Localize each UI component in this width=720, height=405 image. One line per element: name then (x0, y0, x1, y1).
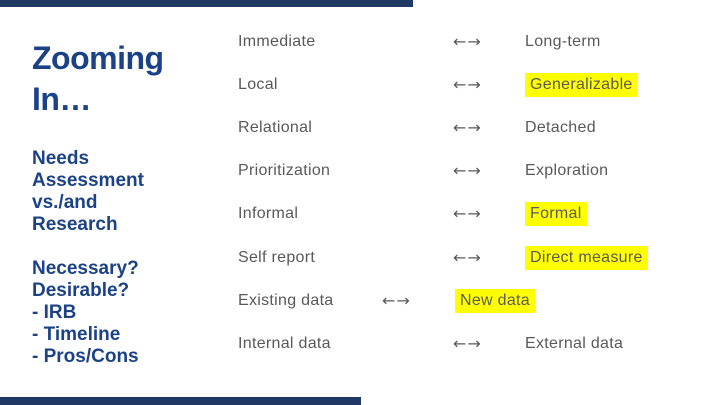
sidebar-heading-line: - IRB (32, 302, 77, 323)
arrow-cell: ←→ (453, 204, 525, 224)
highlighted-term: New data (455, 288, 535, 313)
right-term: Long-term (525, 32, 601, 50)
right-term: External data (525, 334, 624, 352)
sidebar-heading-line: Assessment (32, 170, 144, 191)
comparison-row: Local ←→ Generalizable (238, 63, 708, 106)
sidebar-heading-line: Needs (32, 148, 90, 169)
sidebar-heading-line: - Timeline (32, 324, 121, 345)
comparison-row: Self report ←→ Direct measure (238, 236, 708, 279)
left-right-arrows-icon: ←→ (453, 333, 482, 353)
left-term: Prioritization (238, 162, 331, 180)
highlighted-term: Formal (525, 202, 587, 227)
bottom-accent-bar (0, 397, 361, 405)
right-term: Detached (525, 118, 596, 136)
left-right-arrows-icon: ←→ (453, 247, 482, 267)
comparison-row: Immediate ←→ Long-term (238, 20, 708, 63)
sidebar-heading-line: vs./and (32, 192, 98, 213)
left-term: Internal data (238, 334, 331, 352)
arrow-cell: ←→ (453, 32, 525, 52)
left-right-arrows-icon: ←→ (453, 161, 482, 181)
slide-title: Zooming In… (32, 40, 164, 117)
arrow-cell: ←→ (453, 334, 525, 354)
sidebar-heading-line: Necessary? (32, 258, 139, 279)
sidebar-heading-line: Desirable? (32, 280, 130, 301)
left-right-arrows-icon: ←→ (453, 74, 482, 94)
right-term: Direct measure (525, 245, 708, 270)
arrow-cell: ←→ (453, 118, 525, 138)
sidebar-heading-line: - Pros/Cons (32, 346, 139, 367)
left-right-arrows-icon: ←→ (382, 290, 411, 310)
arrow-cell: ←→ (453, 161, 525, 181)
left-term: Self report (238, 248, 316, 266)
comparison-row: Informal ←→ Formal (238, 193, 708, 236)
comparison-row: Relational ←→ Detached (238, 106, 708, 149)
left-term: Existing data (238, 291, 334, 309)
left-right-arrows-icon: ←→ (453, 204, 482, 224)
sidebar-heading-necessary-desirable: Necessary?Desirable?- IRB- Timeline- Pro… (32, 258, 192, 368)
left-term: Local (238, 75, 278, 93)
highlighted-term: Generalizable (525, 72, 638, 97)
right-term: Exploration (525, 162, 609, 180)
arrow-cell: ←→ (453, 248, 525, 268)
arrow-cell: ←→ (453, 75, 525, 95)
highlighted-term: Direct measure (525, 245, 648, 270)
right-term: Formal (525, 202, 708, 227)
comparison-row: Existing data ←→ New data (238, 279, 708, 322)
top-accent-bar (0, 0, 413, 7)
left-term: Immediate (238, 32, 316, 50)
right-term: New data (455, 288, 708, 313)
left-term: Relational (238, 118, 313, 136)
left-right-arrows-icon: ←→ (453, 117, 482, 137)
comparison-row: Prioritization ←→ Exploration (238, 150, 708, 193)
sidebar-heading-line: Research (32, 214, 118, 235)
left-right-arrows-icon: ←→ (453, 31, 482, 51)
arrow-cell: ←→ (382, 291, 455, 311)
left-term: Informal (238, 205, 299, 223)
right-term: Generalizable (525, 72, 708, 97)
comparison-row: Internal data ←→ External data (238, 322, 708, 365)
